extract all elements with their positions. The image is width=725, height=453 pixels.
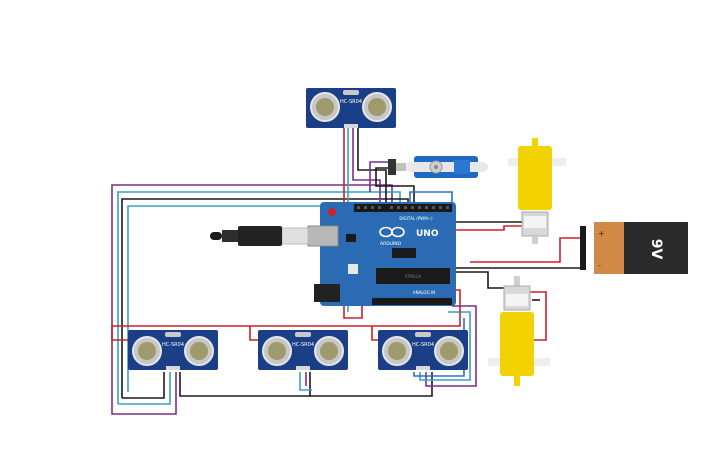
sensor-label: HC-SR04	[412, 342, 434, 348]
arduino-logo-icon	[379, 226, 405, 238]
arduino-model: UNO	[416, 229, 439, 239]
wire-purple-right[interactable]	[425, 305, 477, 387]
analog-header	[372, 298, 452, 305]
wire-black-bottom[interactable]	[122, 372, 165, 399]
wire-purple-bottom[interactable]	[111, 372, 177, 415]
sensor-label: HC-SR04	[162, 342, 184, 348]
usb-port	[307, 225, 339, 247]
battery-9v[interactable]: + - 9V	[580, 222, 688, 274]
usb-cable	[210, 226, 309, 246]
sensor-label: HC-SR04	[340, 99, 362, 105]
chip-label: ATMEGA	[405, 274, 422, 279]
arduino-brand: ARDUINO	[380, 241, 402, 247]
atmega-chip	[376, 268, 450, 284]
wire-cyan-left-2[interactable]	[127, 205, 346, 392]
battery-plus: +	[598, 229, 605, 238]
ultrasonic-sensor-right[interactable]: HC-SR04	[378, 330, 468, 370]
power-jack	[314, 284, 340, 302]
wire-purple-servo[interactable]	[369, 161, 394, 192]
digital-header-label: DIGITAL (PWM~)	[399, 216, 433, 221]
ultrasonic-sensor-middle[interactable]: HC-SR04	[258, 330, 348, 370]
wire-purple-top[interactable]	[352, 128, 381, 204]
digital-pins[interactable]	[357, 206, 449, 209]
ultrasonic-sensor-left[interactable]: HC-SR04	[128, 330, 218, 370]
wire-cyan-right[interactable]	[419, 311, 471, 381]
motor-body	[500, 312, 534, 376]
motor-body	[518, 146, 552, 210]
dc-motor-top[interactable]	[508, 138, 566, 244]
wire-cyan-bottom[interactable]	[118, 372, 171, 405]
servo-motor[interactable]	[388, 156, 488, 178]
wire-black-top[interactable]	[357, 128, 387, 204]
battery-label: 9V	[648, 239, 664, 260]
battery-minus: -	[598, 261, 601, 270]
sensor-label: HC-SR04	[292, 342, 314, 348]
wire-red-bus-left[interactable]	[111, 330, 134, 341]
wire-cyan-left[interactable]	[117, 191, 401, 404]
arduino-board[interactable]: DIGITAL (PWM~) ANALOG IN UNO ARDUINO ATM…	[307, 202, 456, 306]
analog-header-label: ANALOG IN	[413, 290, 435, 295]
wire-black-left[interactable]	[121, 198, 409, 398]
wire-cyan-mid[interactable]	[299, 372, 312, 391]
wire-purple-left[interactable]	[111, 184, 393, 410]
arduino-pcb	[320, 202, 456, 306]
wire-red-motor2[interactable]	[530, 291, 547, 341]
digital-header	[354, 204, 452, 212]
wire-black-mid[interactable]	[179, 372, 311, 397]
dc-motor-bottom[interactable]	[488, 276, 550, 386]
wire-black-motor2[interactable]	[440, 271, 506, 289]
battery-copper-band	[594, 222, 624, 274]
reset-button[interactable]	[328, 208, 336, 216]
wire-red-motor1[interactable]	[430, 225, 524, 231]
battery-black-body	[624, 222, 688, 274]
wire-red-battery[interactable]	[470, 237, 582, 263]
ultrasonic-sensor-top[interactable]: HC-SR04	[306, 88, 396, 128]
